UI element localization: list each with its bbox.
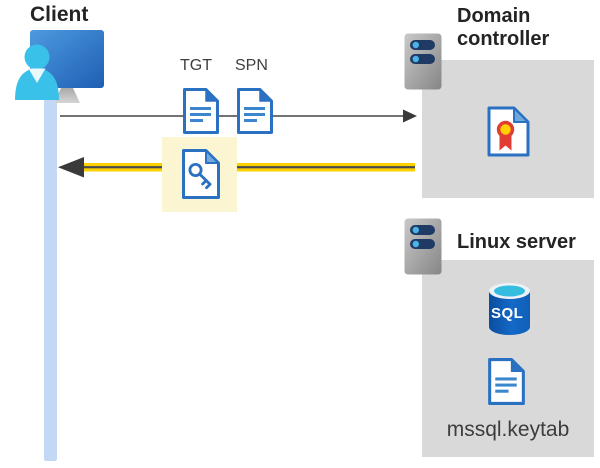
client-icon: [15, 30, 104, 103]
sql-database-icon: SQL: [489, 283, 530, 335]
client-label: Client: [30, 3, 89, 26]
spn-document-icon: [237, 88, 273, 134]
sql-icon-label: SQL: [491, 305, 523, 322]
certificate-icon: [487, 106, 530, 157]
spn-label: SPN: [235, 57, 268, 74]
domain-controller-server-icon: [404, 33, 442, 90]
person-icon: [15, 44, 59, 100]
tgt-document-icon: [183, 88, 219, 134]
domain-controller-title: Domain controller: [457, 5, 550, 50]
linux-server-title: Linux server: [457, 231, 576, 253]
service-ticket-key-icon: [182, 149, 220, 199]
tgt-label: TGT: [180, 57, 212, 74]
key-glyph: [188, 162, 212, 190]
client-presence-bar: [44, 92, 57, 461]
keytab-document-icon: [488, 358, 525, 405]
linux-server-icon: [404, 218, 442, 275]
keytab-label: mssql.keytab: [446, 418, 570, 441]
